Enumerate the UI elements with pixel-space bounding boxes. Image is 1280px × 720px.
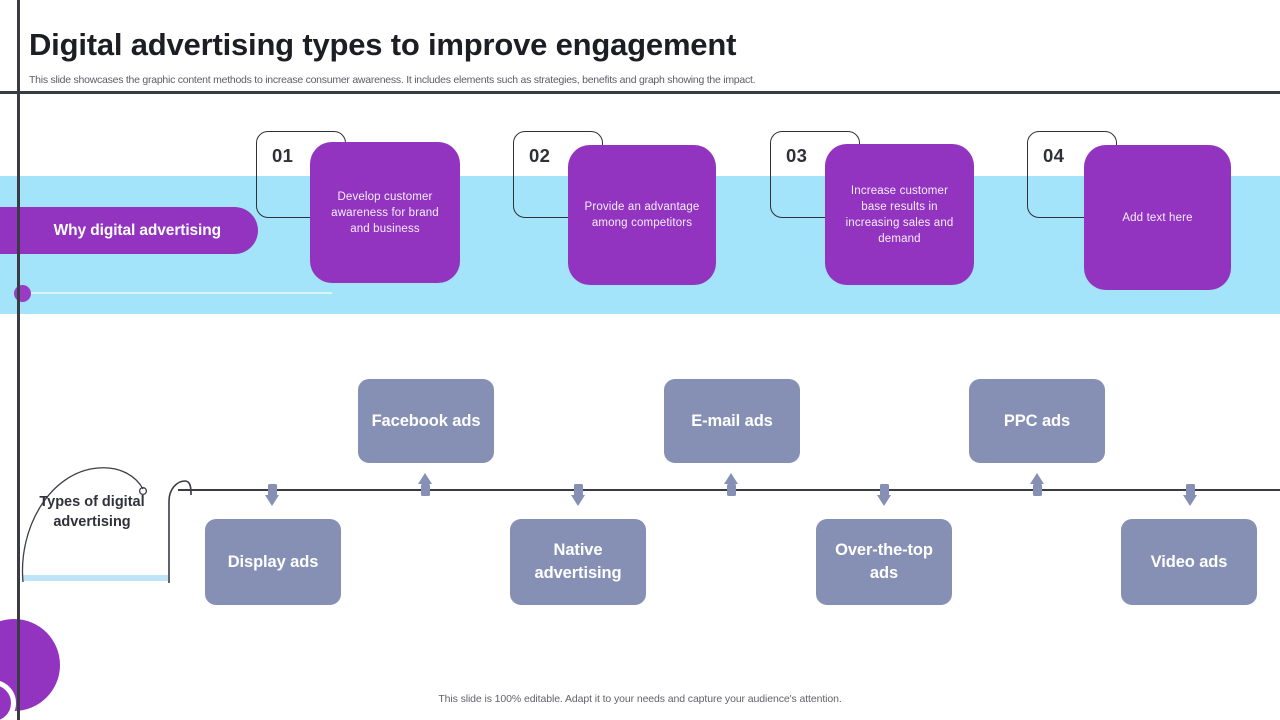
page-title: Digital advertising types to improve eng… bbox=[29, 27, 737, 62]
marker-arrow-up-icon bbox=[1030, 473, 1044, 484]
marker-square-icon bbox=[574, 484, 583, 496]
why-card-04-text: Add text here bbox=[1122, 211, 1193, 224]
marker-square-icon bbox=[268, 484, 277, 496]
types-underline-bar bbox=[22, 575, 168, 581]
marker-square-icon bbox=[1186, 484, 1195, 496]
ad-type-box-facebook-ads[interactable]: Facebook ads bbox=[358, 379, 494, 463]
marker-arrow-down-icon bbox=[265, 495, 279, 506]
ad-type-label-over-the-top-ads: Over-the-top ads bbox=[835, 541, 933, 582]
ad-type-box-native-advertising[interactable]: Native advertising bbox=[510, 519, 646, 605]
why-card-03-text: Increase customer base results in increa… bbox=[845, 184, 954, 245]
marker-square-icon bbox=[1033, 484, 1042, 496]
ad-type-label-facebook-ads: Facebook ads bbox=[371, 411, 481, 430]
why-card-02[interactable]: Provide an advantage among competitors bbox=[568, 145, 716, 285]
number-label-02: 02 bbox=[529, 145, 551, 166]
marker-arrow-down-icon bbox=[571, 495, 585, 506]
why-card-03[interactable]: Increase customer base results in increa… bbox=[825, 144, 974, 285]
marker-square-icon bbox=[421, 484, 430, 496]
left-vertical-rule bbox=[17, 0, 20, 720]
ad-type-label-display-ads: Display ads bbox=[227, 552, 319, 571]
number-label-01: 01 bbox=[272, 145, 294, 166]
ad-type-label-ppc-ads: PPC ads bbox=[1003, 411, 1071, 430]
types-arc-icon bbox=[21, 467, 148, 583]
footer-note: This slide is 100% editable. Adapt it to… bbox=[438, 693, 842, 705]
why-card-01[interactable]: Develop customer awareness for brand and… bbox=[310, 142, 460, 283]
ad-type-box-over-the-top-ads[interactable]: Over-the-top ads bbox=[816, 519, 952, 605]
marker-arrow-down-icon bbox=[1183, 495, 1197, 506]
marker-square-icon bbox=[727, 484, 736, 496]
ad-type-box-email-ads[interactable]: E-mail ads bbox=[664, 379, 800, 463]
band-accent-line bbox=[22, 292, 332, 294]
marker-arrow-up-icon bbox=[418, 473, 432, 484]
types-of-digital-advertising-label: Types of digital advertising bbox=[39, 494, 145, 530]
why-pill-label: Why digital advertising bbox=[53, 221, 221, 239]
marker-square-icon bbox=[880, 484, 889, 496]
marker-arrow-down-icon bbox=[877, 495, 891, 506]
page-subtitle: This slide showcases the graphic content… bbox=[29, 74, 756, 86]
why-card-01-text: Develop customer awareness for brand and… bbox=[331, 190, 439, 235]
marker-arrow-up-icon bbox=[724, 473, 738, 484]
number-label-04: 04 bbox=[1043, 145, 1065, 166]
number-label-03: 03 bbox=[786, 145, 808, 166]
header-divider-rule bbox=[0, 91, 1280, 94]
ad-type-box-video-ads[interactable]: Video ads bbox=[1121, 519, 1257, 605]
ad-type-label-native-advertising: Native advertising bbox=[534, 541, 622, 582]
ad-type-label-video-ads: Video ads bbox=[1150, 552, 1228, 571]
why-card-04[interactable]: Add text here bbox=[1084, 145, 1231, 290]
ad-type-box-ppc-ads[interactable]: PPC ads bbox=[969, 379, 1105, 463]
timeline-start-cap bbox=[168, 480, 192, 583]
ad-type-label-email-ads: E-mail ads bbox=[691, 411, 773, 430]
why-digital-advertising-pill[interactable]: Why digital advertising bbox=[0, 207, 258, 254]
why-card-02-text: Provide an advantage among competitors bbox=[584, 201, 700, 229]
ad-type-box-display-ads[interactable]: Display ads bbox=[205, 519, 341, 605]
